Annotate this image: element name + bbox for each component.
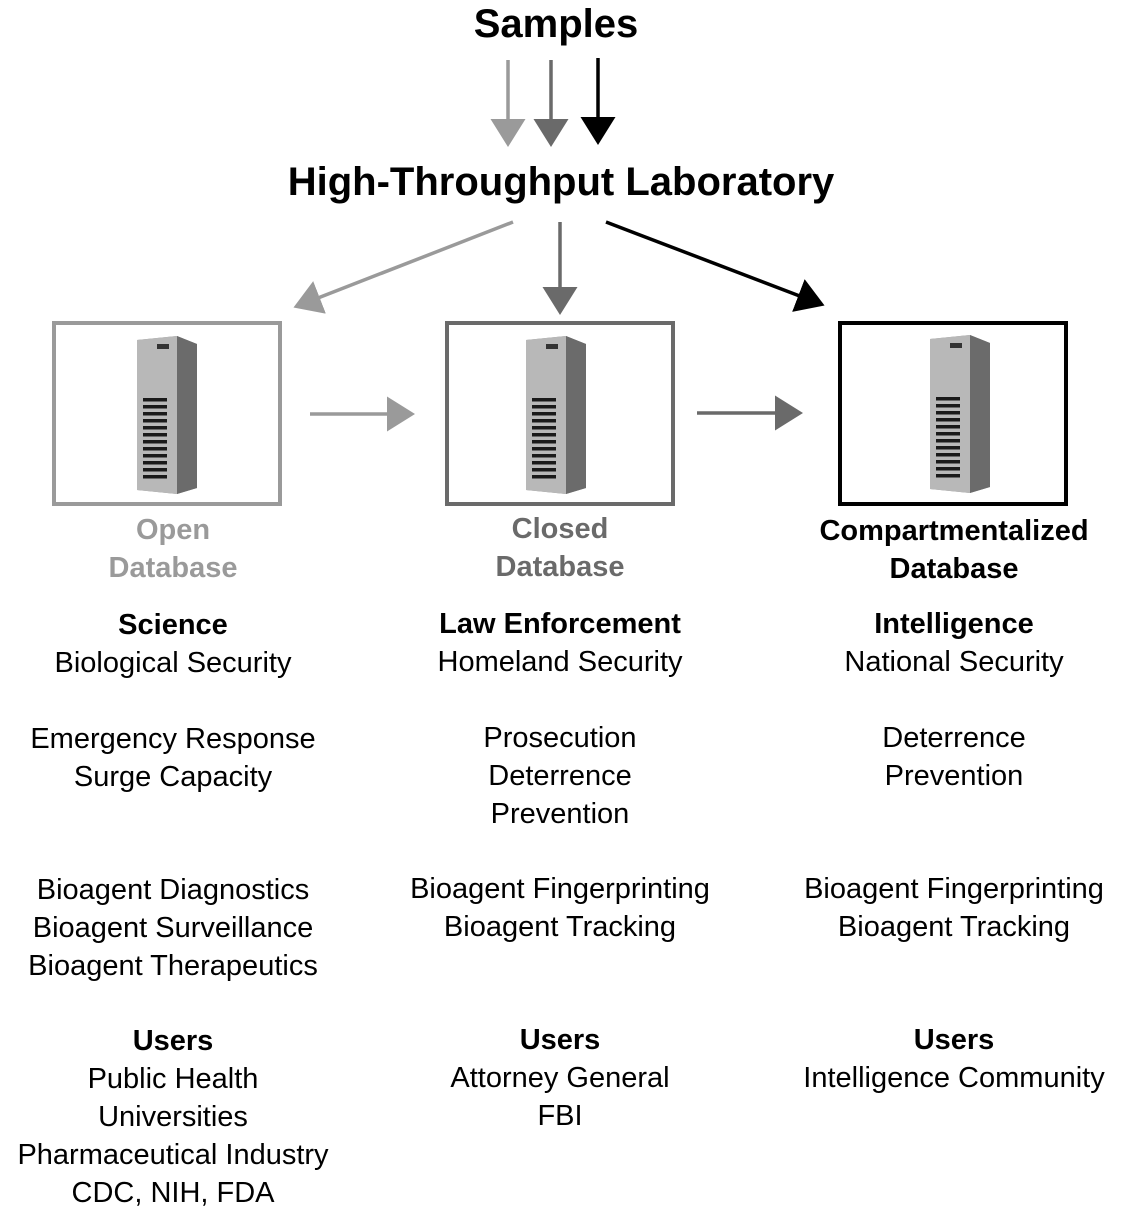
- users-heading: Users: [913, 1024, 995, 1056]
- user-item: FBI: [537, 1100, 583, 1132]
- purpose-item: National Security: [844, 646, 1064, 678]
- database-name-line: Closed: [511, 513, 609, 545]
- closed-database-column: Closed Database Law Enforcement Homeland…: [390, 510, 730, 1135]
- purpose-item: Bioagent Tracking: [837, 911, 1071, 943]
- purpose-item: Bioagent Diagnostics: [36, 874, 310, 906]
- arrow-icon: [293, 220, 514, 314]
- domain-heading: Intelligence: [874, 608, 1034, 640]
- server-tower-icon: [137, 336, 197, 494]
- open-database-box: [52, 321, 282, 506]
- purpose-item: Deterrence: [882, 722, 1026, 754]
- purpose-item: Biological Security: [54, 647, 292, 679]
- user-item: Public Health: [87, 1063, 259, 1095]
- compartmentalized-database-column: Compartmentalized Database Intelligence …: [784, 512, 1124, 1097]
- domain-heading: Science: [118, 609, 228, 641]
- purpose-item: Surge Capacity: [73, 761, 273, 793]
- purpose-item: Prevention: [490, 798, 630, 830]
- purpose-item: Bioagent Surveillance: [32, 912, 314, 944]
- samples-title: Samples: [473, 2, 639, 46]
- user-item: Universities: [98, 1101, 248, 1133]
- database-name-line: Open: [135, 514, 211, 546]
- purpose-item: Prevention: [884, 760, 1024, 792]
- closed-database-box: [445, 321, 675, 506]
- open-database-column: Open Database Science Biological Securit…: [0, 511, 346, 1212]
- database-name: Open Database: [0, 511, 346, 587]
- database-name-line: Database: [495, 551, 625, 583]
- purpose-item: Deterrence: [488, 760, 632, 792]
- database-name-line: Database: [889, 553, 1019, 585]
- purpose-item: Bioagent Tracking: [443, 911, 677, 943]
- purpose-item: Bioagent Fingerprinting: [410, 873, 710, 905]
- users-heading: Users: [519, 1024, 601, 1056]
- purpose-item: Bioagent Fingerprinting: [804, 873, 1104, 905]
- domain-heading: Law Enforcement: [439, 608, 681, 640]
- database-name: Compartmentalized Database: [784, 512, 1124, 588]
- server-tower-icon: [930, 335, 990, 493]
- database-name: Closed Database: [390, 510, 730, 586]
- server-tower-icon: [526, 336, 586, 494]
- users-heading: Users: [132, 1025, 214, 1057]
- purpose-item: Homeland Security: [437, 646, 683, 678]
- purpose-item: Emergency Response: [30, 723, 316, 755]
- purpose-item: Bioagent Therapeutics: [28, 950, 318, 982]
- arrow-icon: [605, 220, 825, 312]
- purpose-item: Prosecution: [483, 722, 637, 754]
- compartmentalized-database-box: [838, 321, 1068, 506]
- database-name-line: Compartmentalized: [819, 515, 1089, 547]
- database-name-line: Database: [108, 552, 238, 584]
- user-item: Attorney General: [450, 1062, 670, 1094]
- user-item: CDC, NIH, FDA: [71, 1177, 275, 1209]
- lab-title: High-Throughput Laboratory: [287, 160, 835, 204]
- user-item: Pharmaceutical Industry: [17, 1139, 329, 1171]
- user-item: Intelligence Community: [803, 1062, 1105, 1094]
